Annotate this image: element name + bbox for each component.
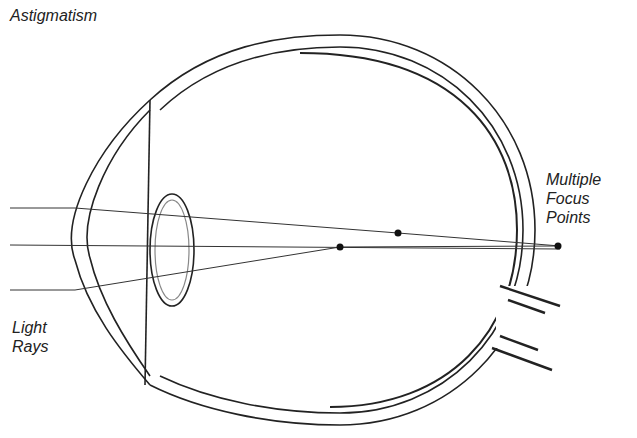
sclera-inner xyxy=(160,47,523,413)
optic-gap xyxy=(496,286,540,348)
focus-point xyxy=(337,244,344,251)
sclera-outer xyxy=(150,35,535,425)
optic-nerve xyxy=(500,286,560,306)
cornea-outer xyxy=(72,100,150,385)
retina xyxy=(300,53,517,407)
focus-point xyxy=(395,230,402,237)
optic-nerve xyxy=(500,336,538,350)
light-ray xyxy=(10,246,558,290)
optic-nerve xyxy=(492,348,552,370)
light-ray xyxy=(10,245,560,249)
iris-line xyxy=(145,100,150,385)
focus-point xyxy=(555,243,562,250)
light-ray xyxy=(10,208,560,246)
lens xyxy=(150,194,194,306)
diagram-title: Astigmatism xyxy=(10,6,97,25)
part-label: Light Rays xyxy=(12,318,58,356)
part-label: Multiple Focus Points xyxy=(546,170,622,227)
optic-nerve xyxy=(508,300,545,313)
cornea-inner xyxy=(87,110,150,376)
